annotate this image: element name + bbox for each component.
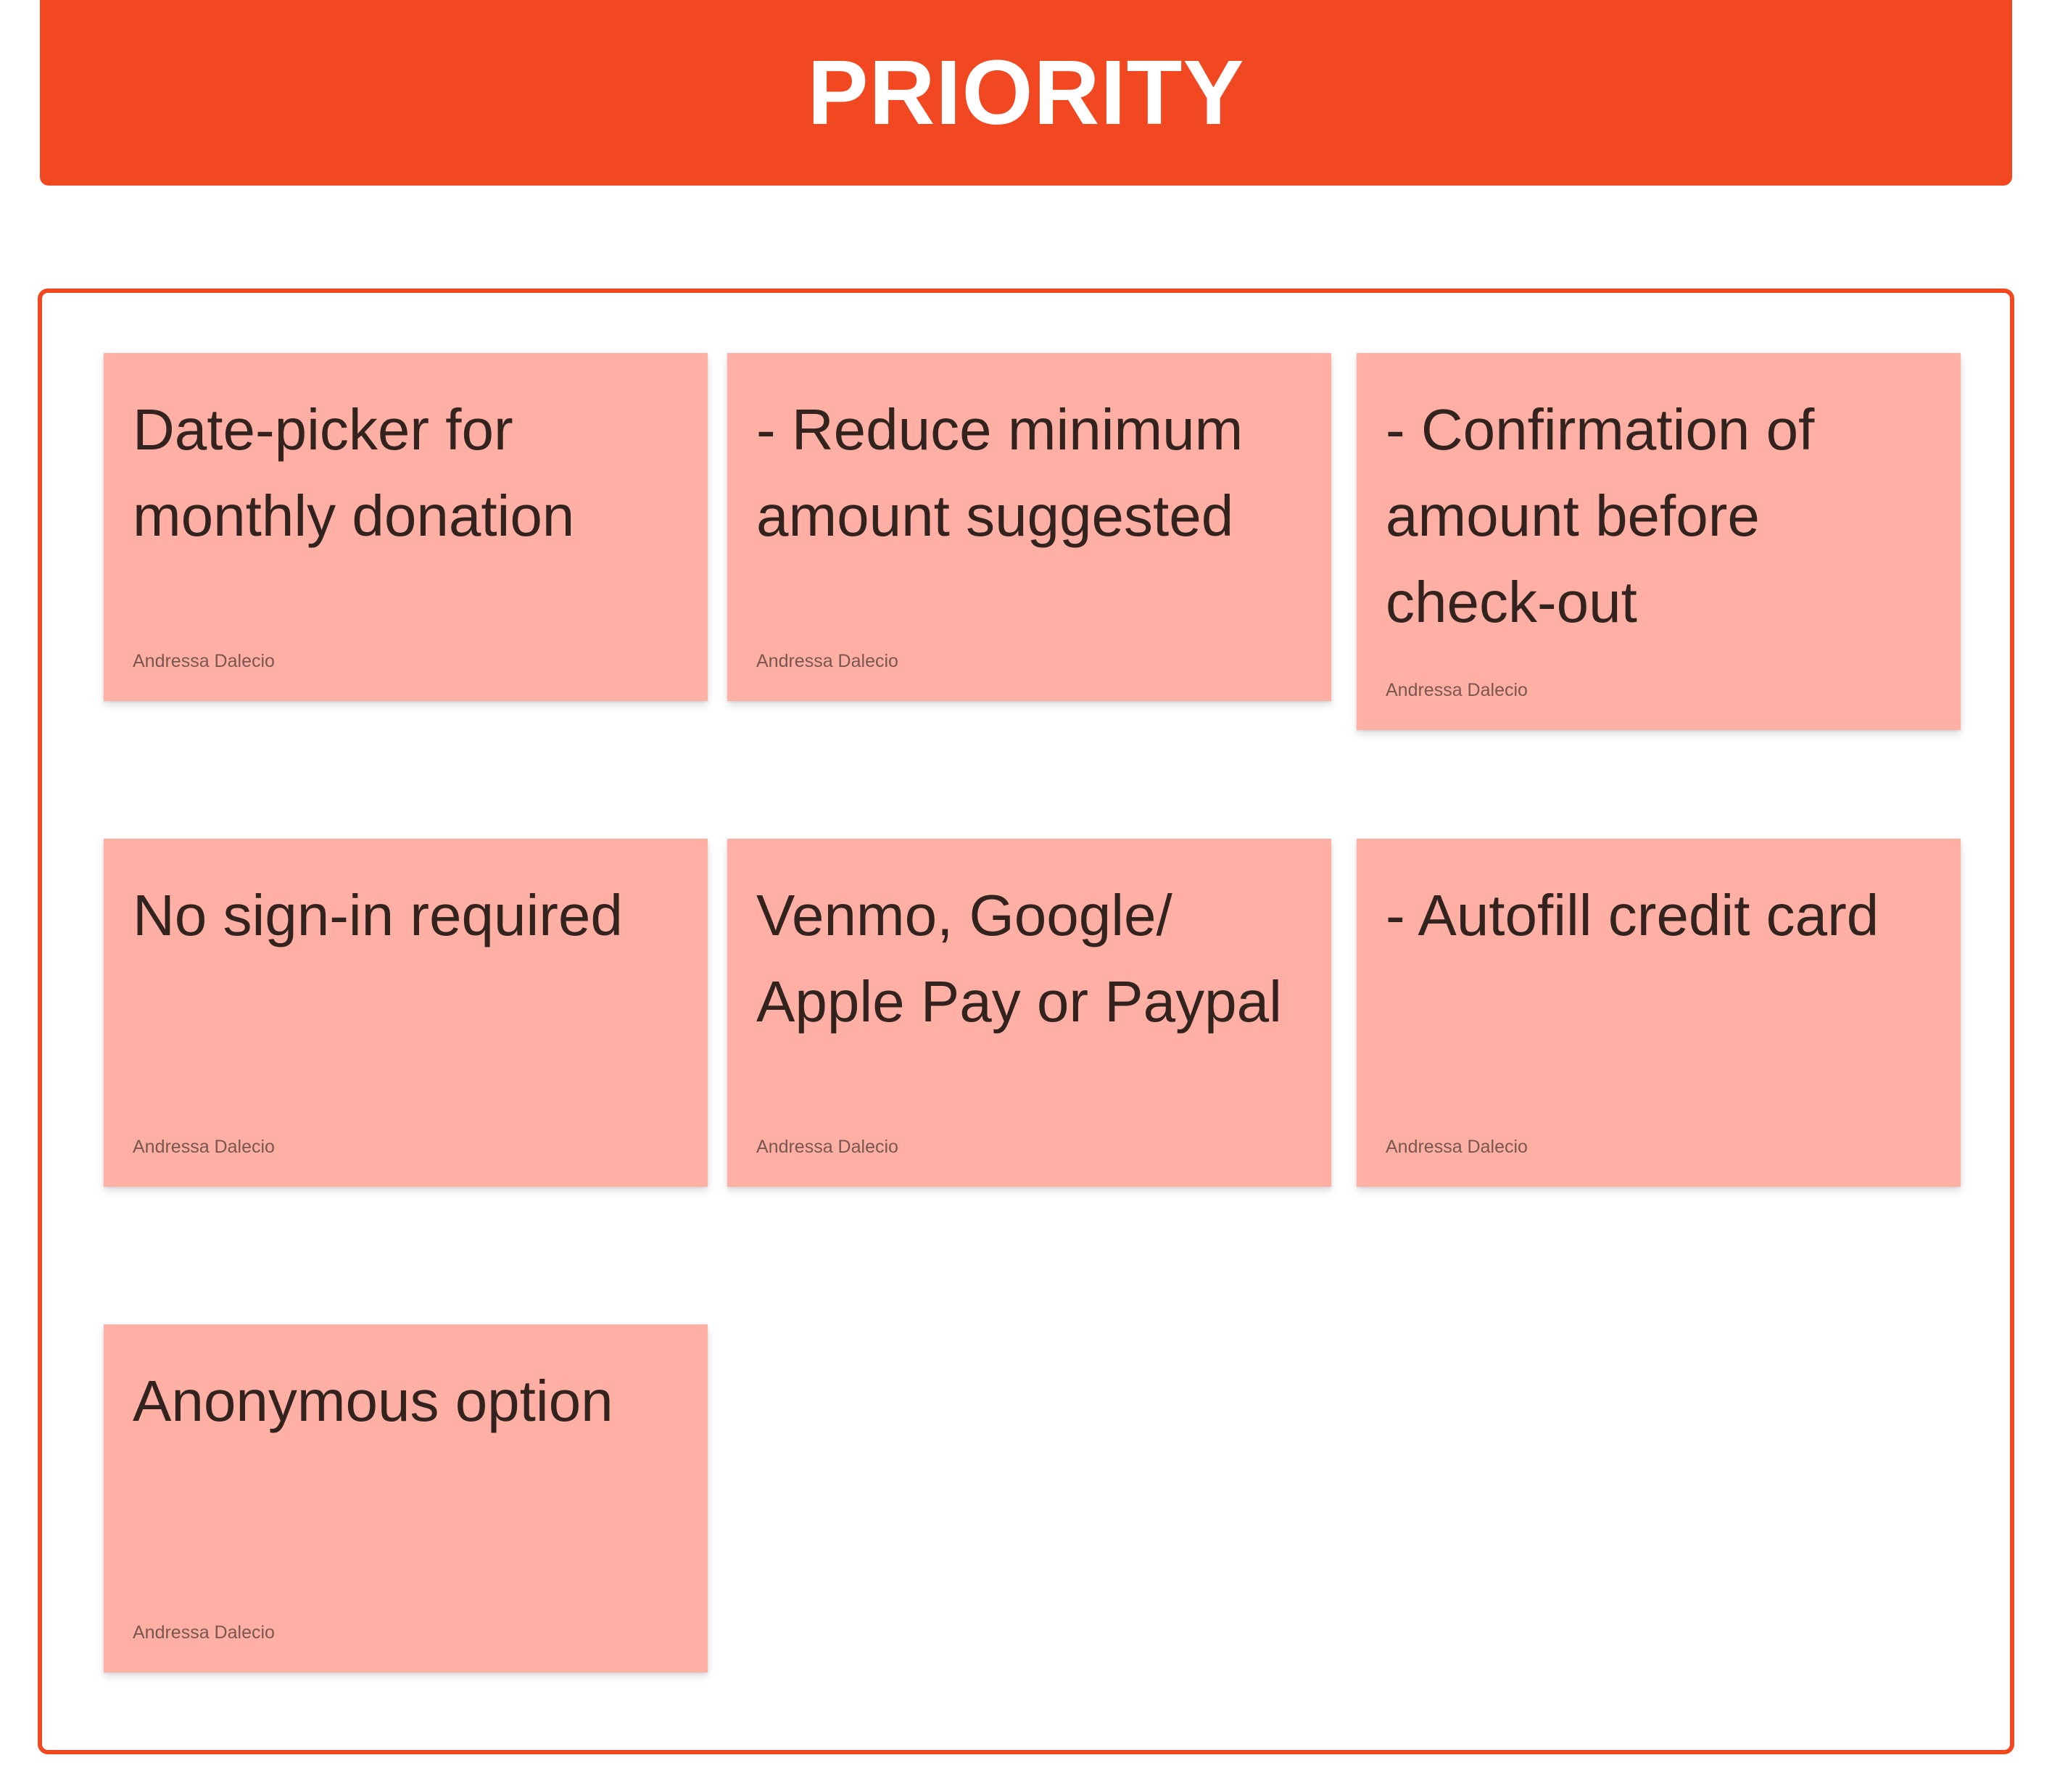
sticky-note-author: Andressa Dalecio xyxy=(133,1622,275,1643)
sticky-note[interactable]: Venmo, Google/ Apple Pay or Paypal Andre… xyxy=(727,839,1331,1187)
sticky-note-author: Andressa Dalecio xyxy=(756,1137,898,1157)
sticky-note-text: - Confirmation of amount before check-ou… xyxy=(1386,397,1815,634)
section-title: PRIORITY xyxy=(807,41,1245,144)
sticky-note[interactable]: No sign-in required Andressa Dalecio xyxy=(104,839,708,1187)
sticky-note-author: Andressa Dalecio xyxy=(1386,1137,1528,1157)
sticky-note[interactable]: - Confirmation of amount before check-ou… xyxy=(1357,353,1961,730)
sticky-note-author: Andressa Dalecio xyxy=(1386,680,1528,700)
sticky-note[interactable]: - Reduce minimum amount suggested Andres… xyxy=(727,353,1331,701)
sticky-note[interactable]: Date-picker for monthly donation Andress… xyxy=(104,353,708,701)
sticky-note-text: No sign-in required xyxy=(133,883,623,947)
sticky-note-text: Anonymous option xyxy=(133,1369,613,1433)
sticky-note[interactable]: - Autofill credit card Andressa Dalecio xyxy=(1357,839,1961,1187)
sticky-note-author: Andressa Dalecio xyxy=(133,651,275,671)
section-header[interactable]: PRIORITY xyxy=(40,0,2012,186)
sticky-note-text: Date-picker for monthly donation xyxy=(133,397,575,548)
sticky-note-text: - Reduce minimum amount suggested xyxy=(756,397,1244,548)
sticky-note-author: Andressa Dalecio xyxy=(133,1137,275,1157)
sticky-note-text: Venmo, Google/ Apple Pay or Paypal xyxy=(756,883,1282,1034)
sticky-note-text: - Autofill credit card xyxy=(1386,883,1879,947)
sticky-note[interactable]: Anonymous option Andressa Dalecio xyxy=(104,1324,708,1672)
priority-section[interactable]: Date-picker for monthly donation Andress… xyxy=(38,289,2014,1754)
sticky-note-author: Andressa Dalecio xyxy=(756,651,898,671)
